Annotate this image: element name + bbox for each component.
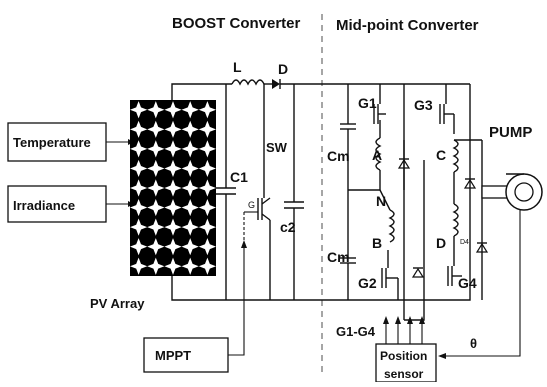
inductor-symbol [231,79,265,86]
pv-cell-star [198,179,216,197]
pv-cell-star [147,120,165,138]
pv-cell-star [181,159,199,178]
mppt-label: MPPT [155,348,191,363]
boost-diode-label: D [278,61,288,77]
phase-b-winding [388,209,395,243]
pv-cell-star [164,257,182,275]
pv-cell-star [198,159,216,178]
pv-positive-wire [171,83,232,100]
pv-cell-star [164,198,182,217]
pv-cell-star [147,257,165,275]
pv-cell-star [164,159,182,178]
neutral-label: N [376,193,386,209]
sw-label: SW [266,140,288,155]
pv-cell-star [198,198,216,217]
pv-cell-star [130,218,148,236]
boost-diode-symbol [272,79,280,89]
cm-bottom-label: Cm [327,249,350,265]
pv-cell-star [147,159,165,178]
phase-a-winding [375,137,382,171]
pv-cell-star [198,120,216,138]
c2-label: c2 [280,219,296,235]
pv-cell-star [198,101,216,119]
sw-gate-label: G [248,200,255,210]
pv-cell-star [130,179,148,197]
phase-b-label: B [372,235,382,251]
pv-cell-star [181,257,199,275]
pv-cell-star [164,238,182,256]
phase-c-diode [463,178,477,189]
pv-cell-star [130,159,148,178]
pv-cell-star [181,101,199,119]
position-sensor-box [375,343,437,383]
pv-cell-star [164,101,182,119]
pv-cell-star [130,101,148,119]
phase-d-diode [475,242,489,253]
pv-cell-star [164,218,182,236]
pump-icon [481,173,543,211]
g4-label: G4 [458,275,477,291]
pv-cell-star [198,238,216,256]
pv-cell-star [181,140,199,158]
mppt-to-switch-wire [228,242,245,356]
pv-cell-star [164,179,182,197]
midpoint-wire [348,170,381,191]
pv-cell-star [181,179,199,197]
pv-cell-star [164,140,182,158]
bottom-rail-wire [171,270,471,301]
pv-array-panel [130,100,216,276]
irradiance-box [7,185,107,223]
irradiance-label: Irradiance [13,198,75,213]
g3-label: G3 [414,97,433,113]
phase-d-label: D [436,235,446,251]
position-sensor-line2: sensor [384,367,424,381]
pv-cell-star [198,140,216,158]
pv-cell-star [130,120,148,138]
g2-label: G2 [358,275,377,291]
pv-cell-star [198,218,216,236]
pv-array-label: PV Array [90,296,145,311]
boost-converter-title: BOOST Converter [172,15,301,32]
position-sensor-line1: Position [380,349,427,363]
inductor-label: L [233,59,242,75]
bottom-mid-diode [411,267,425,278]
pv-cell-star [147,101,165,119]
mppt-box [143,337,229,373]
gate-bus-label: G1-G4 [336,324,376,339]
phase-c-label: C [436,147,446,163]
pv-cell-star [181,198,199,217]
pv-cell-star [130,140,148,158]
pv-cell-star [198,257,216,275]
gate-signal-arrows [383,316,425,344]
pump-label: PUMP [489,124,532,141]
theta-label: θ [470,336,477,351]
pv-cell-star [181,238,199,256]
phase-d-winding [452,203,459,237]
theta-feedback-wire [444,210,521,357]
pv-cell-star [147,179,165,197]
pv-cell-star [164,120,182,138]
pv-cell-star [147,198,165,217]
cm-top-label: Cm [327,148,350,164]
pv-cell-star [147,238,165,256]
pv-cell-star [147,140,165,158]
c1-label: C1 [230,169,248,185]
g1-label: G1 [358,95,377,111]
pv-cell-star [130,257,148,275]
phase-c-winding [452,139,459,173]
pv-cell-star [181,120,199,138]
pv-cell-star [130,198,148,217]
phase-d-subscript: D4 [460,239,469,246]
phase-a-label: A [372,147,382,163]
pv-cell-star [130,238,148,256]
temperature-label: Temperature [13,135,91,150]
pv-cell-star [147,218,165,236]
midpoint-converter-title: Mid-point Converter [336,17,479,34]
pv-cell-star [181,218,199,236]
